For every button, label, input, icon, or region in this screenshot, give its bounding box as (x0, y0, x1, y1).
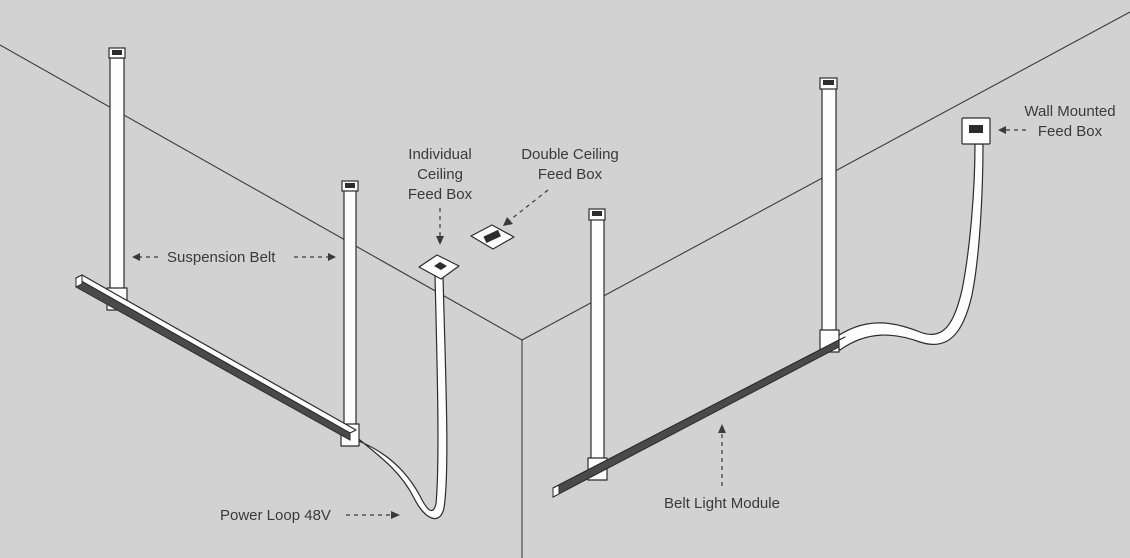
suspension-belt-1 (106, 47, 128, 311)
room-edges (0, 11, 1130, 558)
individual-feed-box-label-line1: Individual (408, 146, 471, 163)
callout-belt-light-module: Belt Light Module (664, 424, 780, 512)
individual-feed-box-label-line2: Ceiling (417, 166, 463, 183)
double-feed-box-label-line1: Double Ceiling (521, 146, 619, 163)
belt-light-module-label: Belt Light Module (664, 495, 780, 512)
suspension-belt-label: Suspension Belt (167, 249, 276, 266)
suspension-belt-2 (340, 180, 360, 447)
power-loop-cable (349, 274, 448, 520)
callout-power-loop: Power Loop 48V (220, 507, 400, 524)
wall-feed-box-label-line1: Wall Mounted (1024, 103, 1115, 120)
wall-mounted-feed-box (961, 117, 991, 145)
right-belt-light-bar (552, 336, 846, 498)
callout-wall-mounted-feed-box: Wall Mounted Feed Box (998, 103, 1116, 140)
power-loop-label: Power Loop 48V (220, 507, 331, 524)
right-assembly (552, 77, 991, 498)
callout-double-ceiling-feed-box: Double Ceiling Feed Box (503, 146, 619, 226)
suspension-belt-4 (819, 77, 840, 353)
double-feed-box-label-line2: Feed Box (538, 166, 603, 183)
wall-feed-box-label-line2: Feed Box (1038, 123, 1103, 140)
double-ceiling-feed-box (470, 224, 515, 250)
left-assembly (75, 47, 460, 520)
callout-suspension-belt: Suspension Belt (132, 249, 336, 266)
suspension-belt-3 (587, 208, 608, 481)
individual-feed-box-label-line3: Feed Box (408, 186, 473, 203)
wall-feed-cable (831, 143, 984, 351)
individual-ceiling-feed-box (418, 254, 460, 280)
callout-individual-ceiling-feed-box: Individual Ceiling Feed Box (408, 146, 473, 245)
left-belt-light-bar (75, 274, 357, 441)
